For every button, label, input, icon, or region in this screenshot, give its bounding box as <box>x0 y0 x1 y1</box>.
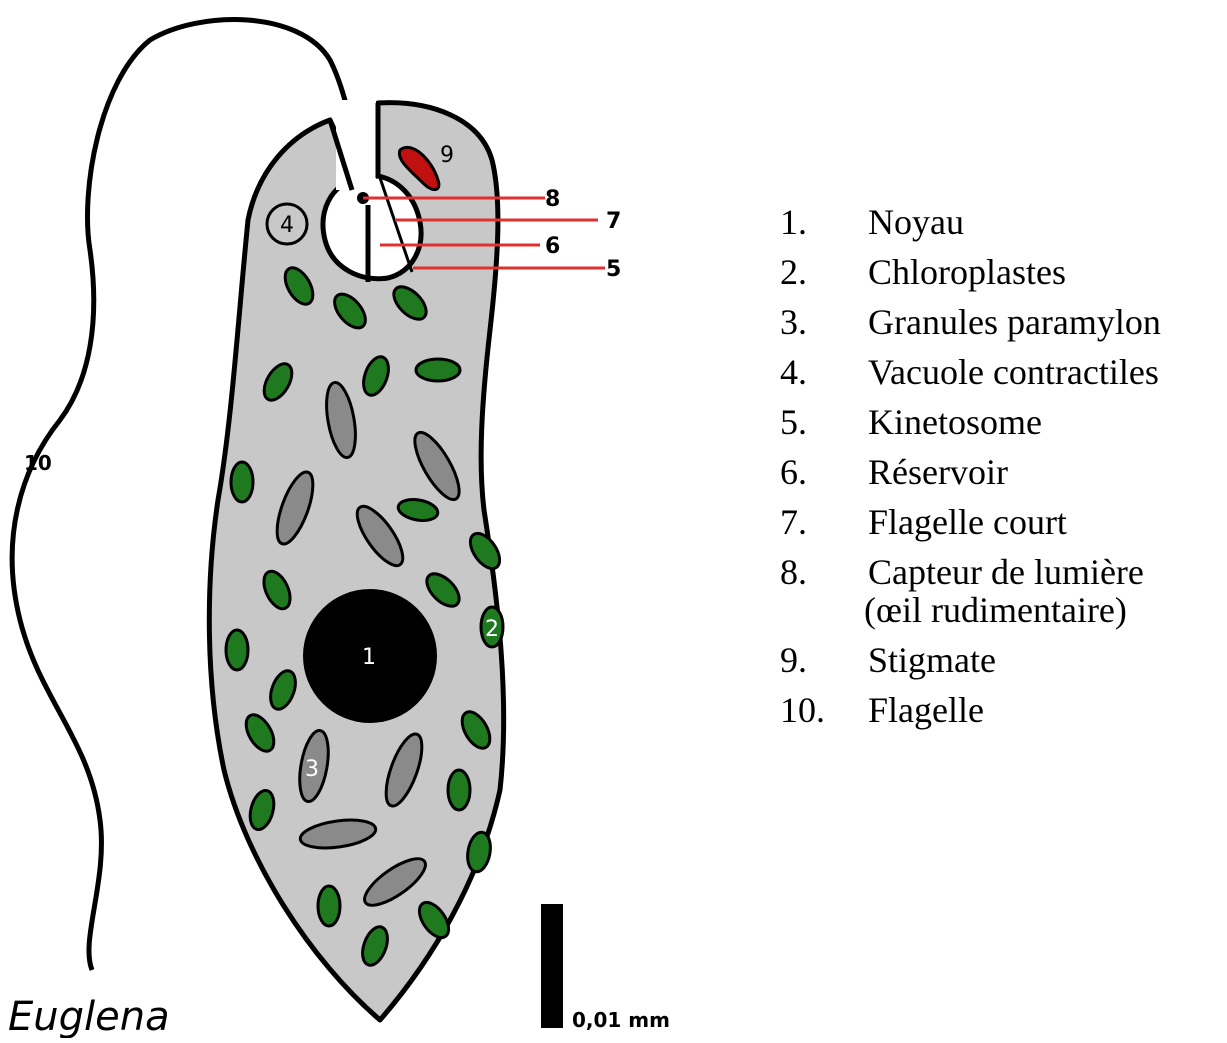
legend-item: 7.Flagelle court <box>780 497 1161 547</box>
callout-7: 7 <box>606 209 621 234</box>
callout-9: 9 <box>440 143 454 168</box>
callout-8: 8 <box>545 187 560 212</box>
legend-text: Granules paramylon <box>868 297 1161 347</box>
legend-text: Flagelle court <box>868 497 1067 547</box>
gullet-gap <box>336 100 376 190</box>
callout-6: 6 <box>545 234 560 259</box>
legend-number: 10. <box>780 685 868 735</box>
legend-text: Vacuole contractiles <box>868 347 1159 397</box>
legend-item: 6.Réservoir <box>780 447 1161 497</box>
legend-number: 7. <box>780 497 868 547</box>
legend-text: Noyau <box>868 197 964 247</box>
legend-item: 4.Vacuole contractiles <box>780 347 1161 397</box>
legend-number: 8. <box>780 547 868 597</box>
legend-text: Chloroplastes <box>868 247 1066 297</box>
diagram-title: Euglena <box>8 994 170 1038</box>
legend-number: 6. <box>780 447 868 497</box>
legend-text-continuation: (œil rudimentaire) <box>864 585 1127 635</box>
callout-10: 10 <box>24 451 52 475</box>
legend-number: 3. <box>780 297 868 347</box>
chloroplast <box>416 359 460 381</box>
scale-bar <box>541 904 563 1028</box>
legend-item: 10.Flagelle <box>780 685 1161 735</box>
legend-text: Kinetosome <box>868 397 1042 447</box>
legend-item: 9.Stigmate <box>780 635 1161 685</box>
scale-label: 0,01 mm <box>572 1008 670 1032</box>
legend-item: 1.Noyau <box>780 197 1161 247</box>
legend-number: 2. <box>780 247 868 297</box>
legend-item: 2.Chloroplastes <box>780 247 1161 297</box>
legend-list: 1.Noyau 2.Chloroplastes 3.Granules param… <box>780 197 1161 735</box>
legend-text: Réservoir <box>868 447 1008 497</box>
callout-4: 4 <box>280 213 294 238</box>
legend-number: 1. <box>780 197 868 247</box>
callout-3: 3 <box>305 757 319 782</box>
legend-item: 3.Granules paramylon <box>780 297 1161 347</box>
legend-item: 5.Kinetosome <box>780 397 1161 447</box>
chloroplast <box>226 630 248 670</box>
chloroplast <box>231 462 253 502</box>
legend-text: Stigmate <box>868 635 996 685</box>
legend-text: Flagelle <box>868 685 984 735</box>
chloroplast <box>318 886 340 926</box>
reservoir <box>323 176 421 279</box>
chloroplast <box>448 770 470 810</box>
legend-number: 4. <box>780 347 868 397</box>
callout-2: 2 <box>485 617 499 642</box>
legend-number: 9. <box>780 635 868 685</box>
callout-1: 1 <box>362 645 376 670</box>
callout-5: 5 <box>606 257 621 282</box>
legend-number: 5. <box>780 397 868 447</box>
